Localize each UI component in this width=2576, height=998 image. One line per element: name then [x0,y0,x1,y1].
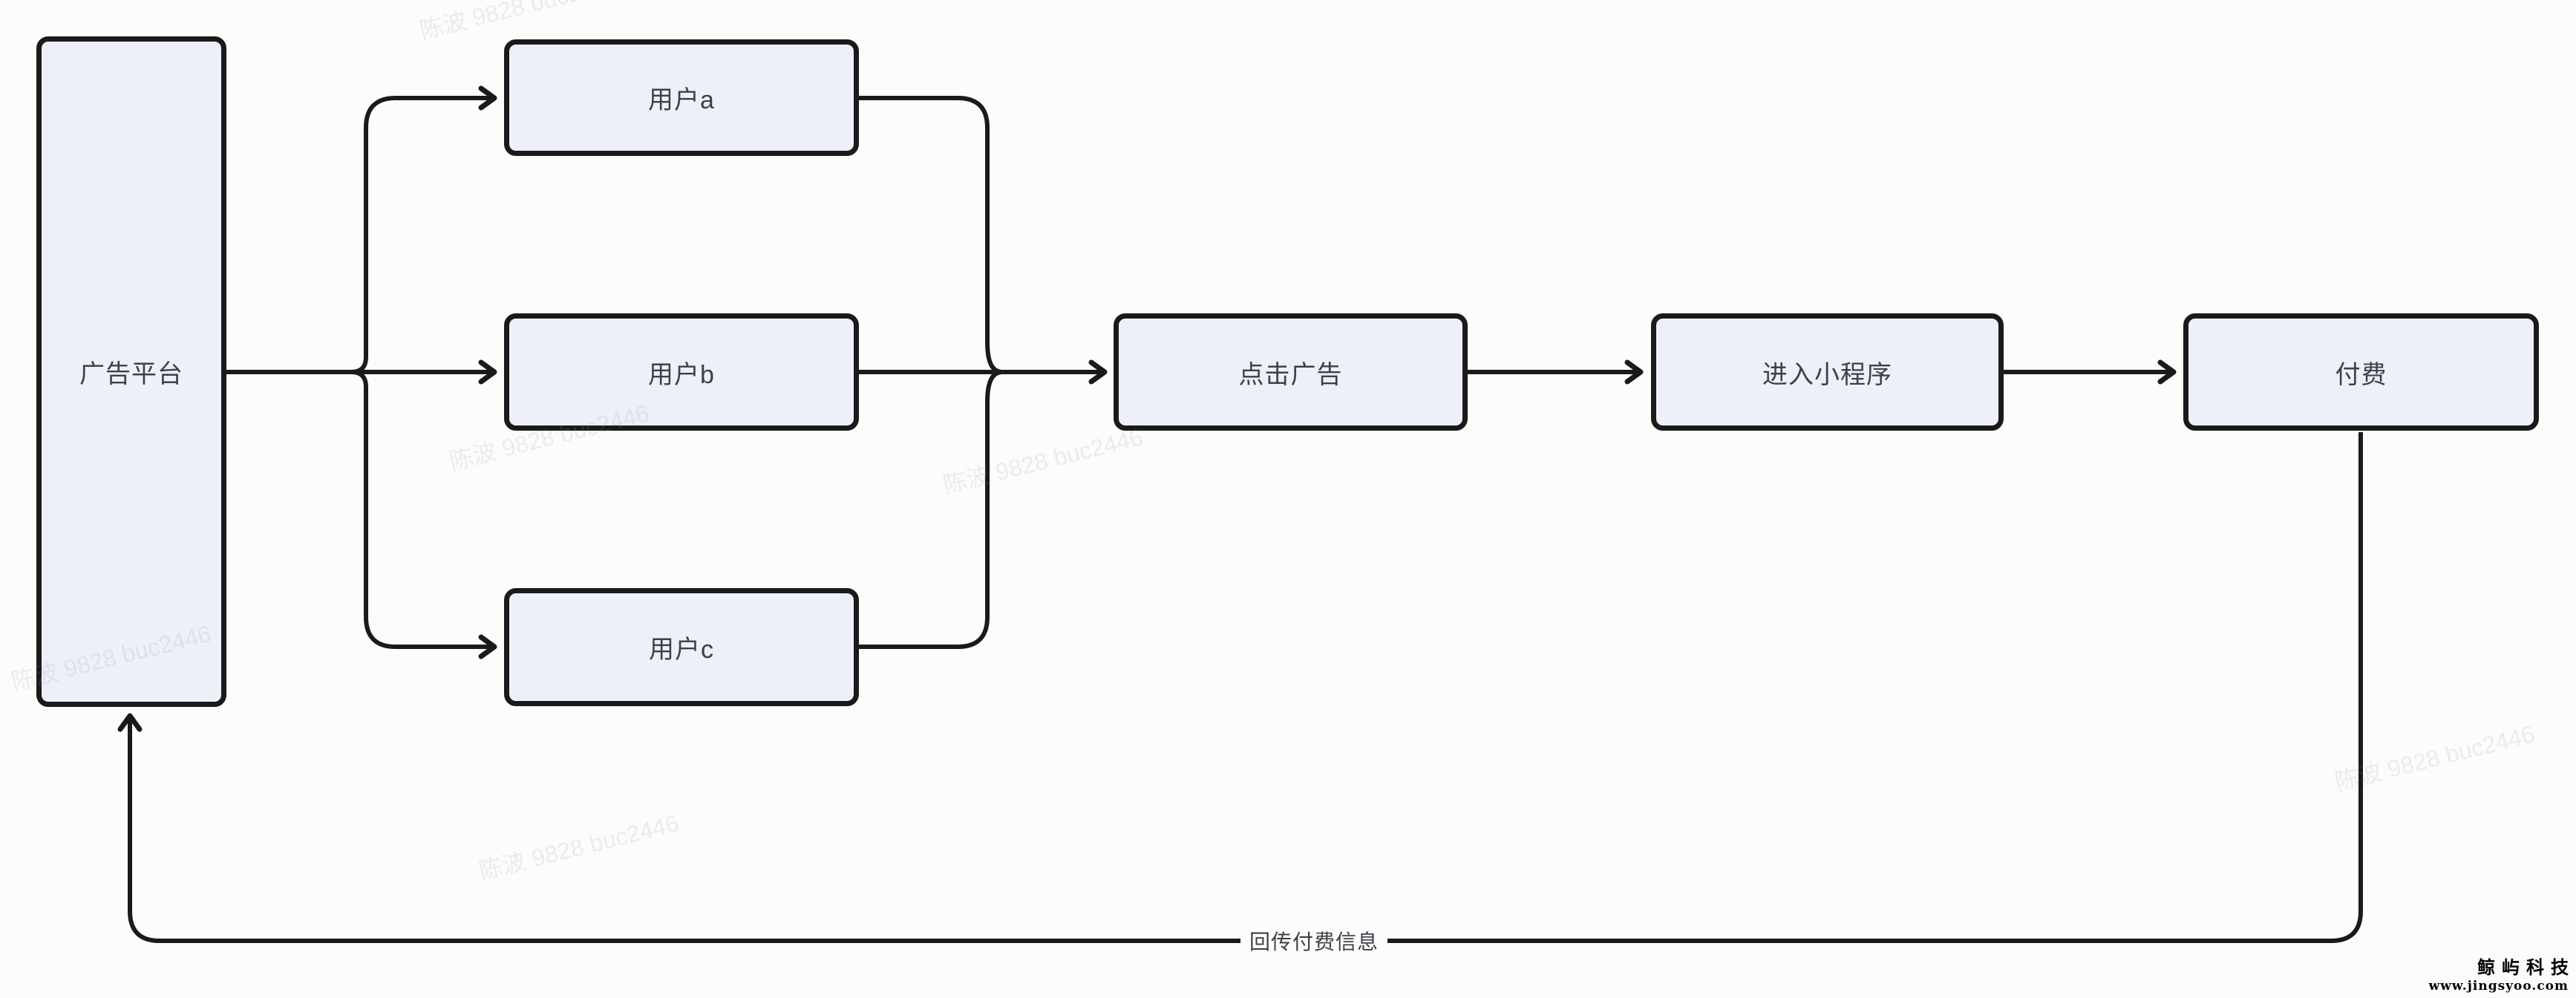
edge-pay-return-left [117,713,1249,943]
vendor-logo: 鲸屿科技 www.jingsyoo.com [2429,953,2569,994]
node-user-b-label: 用户b [648,360,715,389]
node-user-a-label: 用户a [648,86,715,114]
node-pay-label: 付费 [2335,360,2387,389]
node-enter-miniprogram[interactable]: 进入小程序 [1651,313,2004,431]
node-click-ad[interactable]: 点击广告 [1114,313,1468,431]
node-pay[interactable]: 付费 [2183,313,2539,431]
edge-adplatform-to-userc [226,370,497,659]
edge-adplatform-to-usera [226,85,497,374]
edge-usera-merge [859,96,1011,374]
node-ad-platform-label: 广告平台 [79,360,183,388]
node-click-ad-label: 点击广告 [1238,360,1343,389]
node-user-b[interactable]: 用户b [504,313,859,431]
node-ad-platform[interactable]: 广告平台 [36,36,226,707]
return-edge-label: 回传付费信息 [1240,926,1388,956]
edge-pay-return-right [1379,432,2363,943]
vendor-logo-url: www.jingsyoo.com [2428,979,2569,994]
node-user-c[interactable]: 用户c [504,588,859,706]
vendor-logo-name: 鲸屿科技 [2477,958,2575,978]
node-user-c-label: 用户c [649,636,714,664]
edge-userc-merge [859,370,1011,649]
node-user-a[interactable]: 用户a [504,39,859,156]
node-enter-miniprogram-label: 进入小程序 [1762,360,1892,389]
